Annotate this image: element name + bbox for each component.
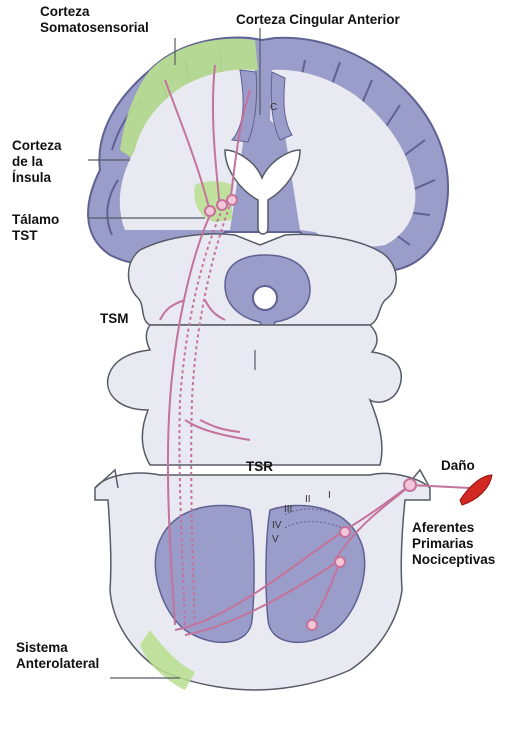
- lamina-i: I: [328, 490, 331, 501]
- dorsal-horn-neuron-2: [335, 557, 345, 567]
- spinal-cord-outline: [95, 473, 430, 690]
- dorsal-root-ganglion: [404, 479, 416, 491]
- lamina-ii: II: [305, 494, 311, 505]
- pons-medulla-section: [108, 325, 402, 465]
- brain-coronal-section: [88, 37, 448, 271]
- label-tsr: TSR: [246, 459, 273, 475]
- label-insular-cortex: Corteza de la Ínsula: [12, 138, 62, 186]
- dorsal-horn-neuron-1: [340, 527, 350, 537]
- thalamic-neuron-1: [205, 206, 215, 216]
- lamina-v: V: [272, 534, 279, 545]
- cingulate-marker: C: [270, 102, 277, 113]
- label-nociceptive-afferents: Aferentes Primarias Nociceptivas: [412, 520, 495, 568]
- label-somatosensory-cortex: Corteza Somatosensorial: [40, 4, 149, 36]
- label-tsm: TSM: [100, 311, 129, 327]
- pons-outline: [108, 325, 402, 465]
- lamina-iii: III: [284, 504, 292, 515]
- label-thalamus-tst: Tálamo TST: [12, 212, 59, 244]
- dorsal-horn-neuron-3: [307, 620, 317, 630]
- spinal-cord-section: [95, 470, 430, 690]
- thalamic-neuron-2: [217, 200, 227, 210]
- lamina-iv: IV: [272, 520, 282, 531]
- label-anterolateral-system: Sistema Anterolateral: [16, 640, 99, 672]
- label-damage: Daño: [441, 458, 475, 474]
- injury-mark: [460, 475, 492, 505]
- midbrain-section: [128, 234, 396, 340]
- cerebral-aqueduct: [253, 286, 277, 310]
- label-anterior-cingulate: Corteza Cingular Anterior: [236, 12, 400, 28]
- thalamic-neuron-3: [227, 195, 237, 205]
